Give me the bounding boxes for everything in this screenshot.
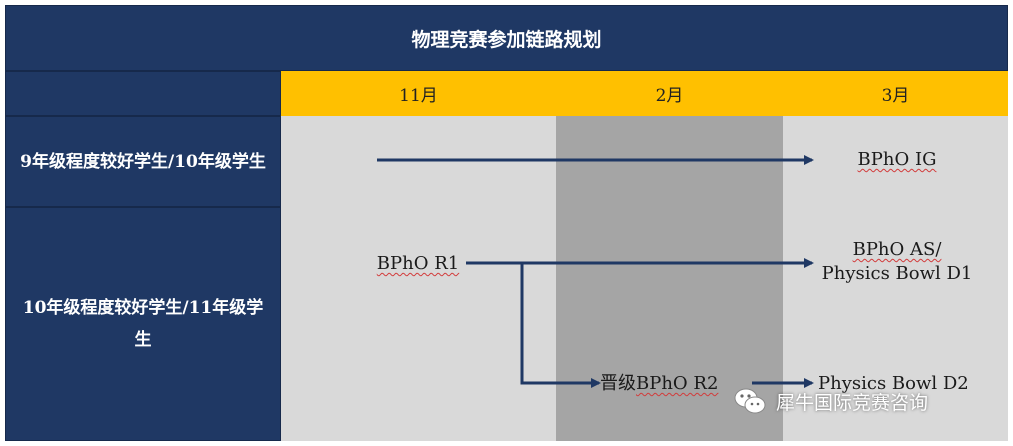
- month-feb: 2月: [556, 71, 783, 116]
- node-bpho-as: BPhO AS/ Physics Bowl D1: [812, 238, 982, 286]
- cell-nov: [281, 116, 556, 441]
- node-bpho-r2-prefix: 晋级: [600, 373, 636, 394]
- wechat-icon: [734, 388, 766, 414]
- arrow-to-bpho-r2: [520, 263, 601, 388]
- header-corner: [5, 71, 281, 116]
- node-physics-bowl-d2: Physics Bowl D2: [818, 373, 969, 394]
- cell-mar: [783, 116, 1008, 441]
- month-mar: 3月: [783, 71, 1008, 116]
- node-bpho-r2-label: BPhO R2: [636, 373, 719, 394]
- node-bpho-r2: 晋级BPhO R2: [600, 372, 750, 396]
- watermark-text: 犀牛国际竞赛咨询: [776, 391, 929, 414]
- node-bpho-ig: BPhO IG: [822, 148, 972, 172]
- node-bpho-r1: BPhO R1: [370, 252, 466, 276]
- watermark: 犀牛国际竞赛咨询: [732, 383, 928, 419]
- month-nov: 11月: [281, 71, 556, 116]
- row-label-grade10-11: 10年级程度较好学生/11年级学生: [5, 207, 281, 441]
- node-bpho-r1-label: BPhO R1: [376, 253, 460, 274]
- node-bpho-as-line1: BPhO AS/: [852, 239, 942, 260]
- diagram-title: 物理竞赛参加链路规划: [5, 5, 1008, 71]
- node-bpho-ig-label: BPhO IG: [857, 149, 937, 170]
- node-bpho-as-line2: Physics Bowl D1: [821, 263, 973, 284]
- row-label-grade9-10: 9年级程度较好学生/10年级学生: [5, 116, 281, 207]
